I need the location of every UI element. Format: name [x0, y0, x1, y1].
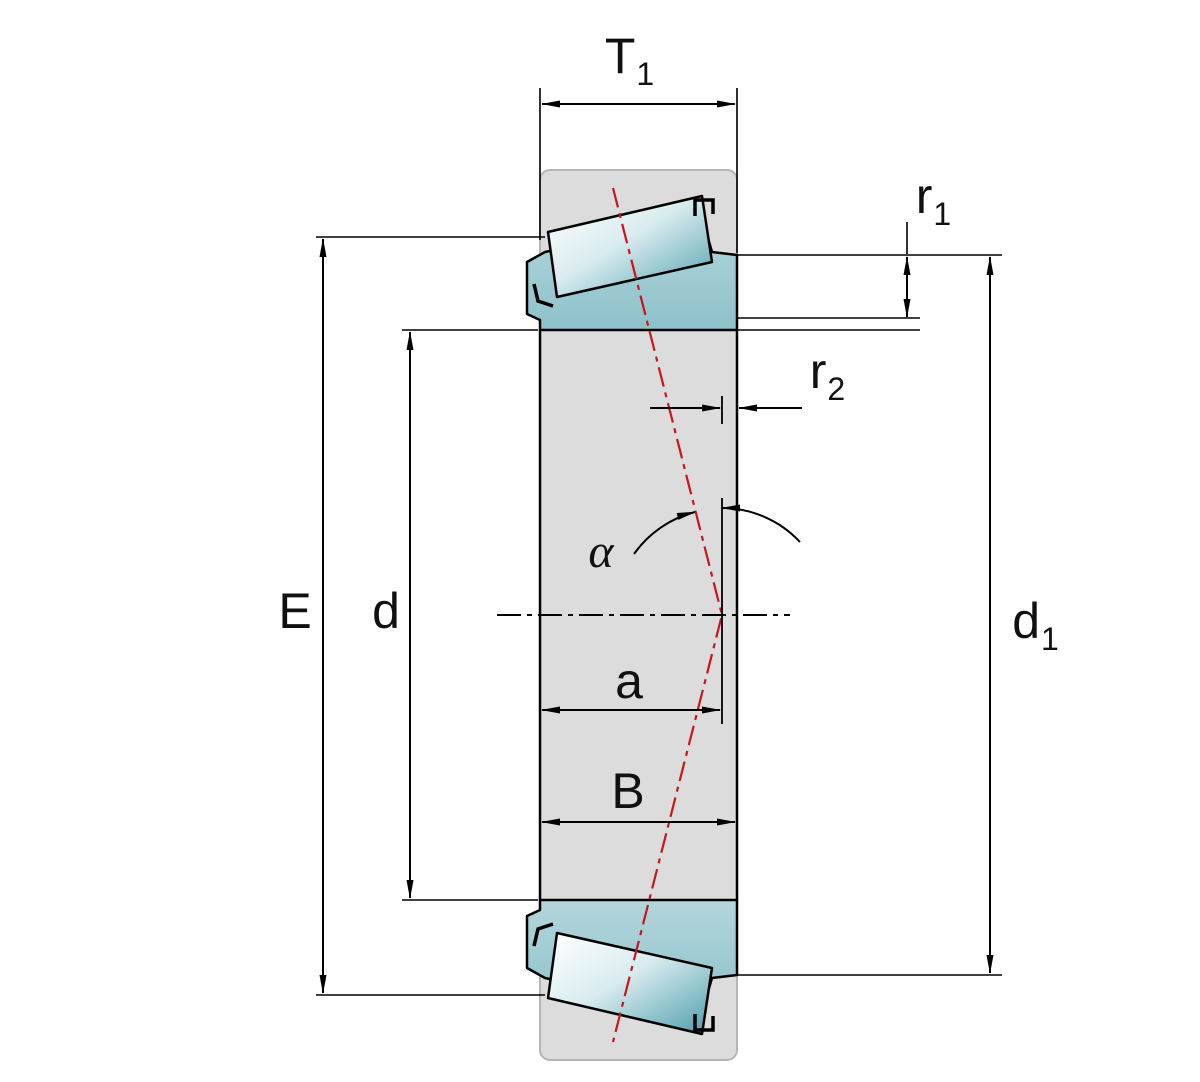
cage-lip-top-left — [532, 283, 554, 308]
label-d: d — [372, 586, 400, 636]
cage-lip-top-right — [693, 198, 715, 216]
alpha-arc-left — [633, 511, 696, 555]
extension-lines-d — [402, 329, 538, 901]
label-r1-base: r — [915, 168, 933, 224]
label-d-base: d — [372, 583, 400, 639]
dimension-d — [402, 329, 538, 901]
label-T1-sub: 1 — [636, 56, 655, 92]
tapered-roller-bottom — [546, 931, 714, 1036]
label-alpha: α — [588, 528, 613, 576]
extension-lines-r1 — [737, 222, 920, 331]
label-d1-sub: 1 — [1041, 621, 1059, 657]
label-E: E — [278, 586, 311, 636]
label-d1: d1 — [1012, 593, 1059, 655]
label-r1-sub: 1 — [933, 196, 952, 232]
cage-lip-bottom-right — [693, 1014, 715, 1032]
label-a-base: a — [615, 653, 643, 709]
label-alpha-base: α — [588, 525, 614, 578]
label-d1-base: d — [1012, 593, 1041, 649]
dimension-E — [316, 236, 545, 996]
extension-lines-E — [316, 236, 545, 996]
label-E-base: E — [278, 583, 312, 639]
dimension-T1 — [539, 88, 738, 253]
label-T1: T1 — [604, 28, 654, 90]
label-B: B — [611, 766, 644, 816]
angle-alpha-arcs — [633, 504, 801, 555]
label-T1-base: T — [604, 28, 636, 84]
label-r1: r1 — [915, 168, 951, 230]
dimension-r1 — [737, 222, 920, 331]
label-r2-sub: 2 — [827, 371, 846, 407]
extension-lines-T1 — [539, 88, 738, 253]
label-r2-base: r — [809, 343, 827, 399]
label-a: a — [615, 656, 643, 706]
label-r2: r2 — [809, 343, 845, 405]
alpha-arc-right — [721, 504, 801, 543]
extension-lines-d1 — [737, 254, 1002, 976]
label-B-base: B — [611, 763, 645, 819]
tapered-roller-top — [546, 194, 714, 299]
cage-lip-bottom-left — [532, 922, 554, 947]
dimension-d1 — [737, 254, 1002, 976]
